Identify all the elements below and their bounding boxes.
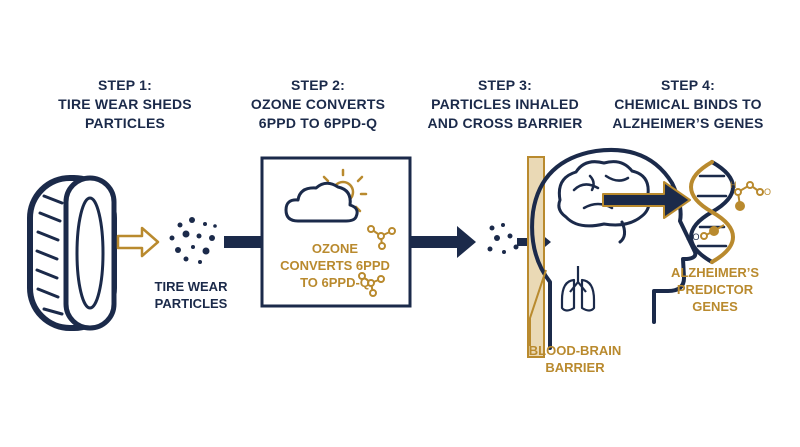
step-1-heading: STEP 1: TIRE WEAR SHEDS PARTICLES [58,77,192,131]
molecule-hydrogen-label: H [730,180,737,190]
tire-particles-label: TIRE WEAR PARTICLES [154,279,228,311]
ozone-label: OZONE CONVERTS 6PPD TO 6PPD-Q [280,241,390,290]
barrier-label: BLOOD-BRAIN BARRIER [528,343,622,375]
molecule-oxygen-label: O [764,187,771,197]
inhaled-particles-icon [487,223,519,254]
step-4-heading: STEP 4: CHEMICAL BINDS TO ALZHEIMER’S GE… [612,77,764,131]
dna-helix-icon [689,160,735,264]
tire-icon [27,175,117,331]
cloud-icon [284,181,359,223]
molecule-icon-small [358,225,396,297]
arrow-head-to-dna [602,181,691,219]
arrow-tire-to-particles [116,226,160,258]
tire-particles-icon [169,217,217,264]
genes-label: ALZHEIMER’S PREDICTOR GENES [670,265,760,314]
bar-to-ozone-box [224,236,262,248]
ozone-box [260,156,412,308]
molecule-hydroxyl-label: HO [686,232,700,242]
barrier-callout-line [529,269,547,346]
step-2-heading: STEP 2: OZONE CONVERTS 6PPD TO 6PPD-Q [250,77,386,131]
arrow-ozone-to-head [410,226,476,258]
molecule-icon-large [700,181,764,240]
lungs-icon [560,266,596,312]
head-silhouette-icon [530,148,698,350]
step-3-heading: STEP 3: PARTICLES INHALED AND CROSS BARR… [427,77,583,131]
